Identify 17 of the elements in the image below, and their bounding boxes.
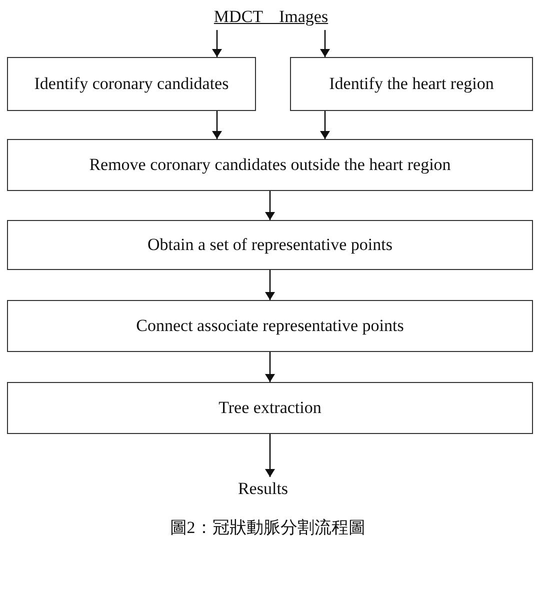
figure-caption: 圖2：冠狀動脈分割流程圖 (170, 518, 366, 537)
arrow (212, 30, 222, 57)
process-box: Obtain a set of representative points (7, 220, 533, 270)
flow-label: Results (230, 477, 296, 501)
process-box: Tree extraction (7, 382, 533, 434)
process-box: Remove coronary candidates outside the heart region (7, 139, 533, 191)
arrow (320, 30, 330, 57)
process-box: Connect associate representative points (7, 300, 533, 352)
arrow (212, 111, 222, 139)
arrow (265, 191, 275, 220)
arrow (265, 434, 275, 477)
flow-label: MDCT Images (203, 6, 339, 28)
arrow (320, 111, 330, 139)
arrow (265, 352, 275, 382)
process-box: Identify coronary candidates (7, 57, 256, 111)
arrow (265, 270, 275, 300)
process-box: Identify the heart region (290, 57, 533, 111)
